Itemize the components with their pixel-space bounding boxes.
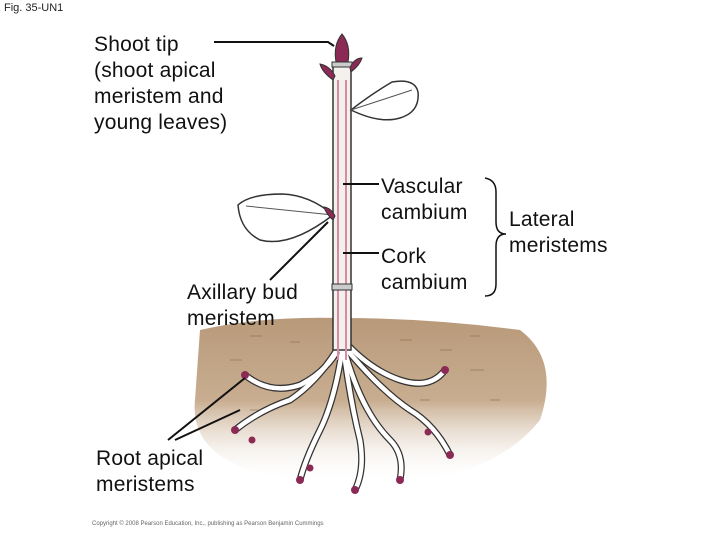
axillary-bud-label: Axillary bud meristem — [187, 281, 298, 330]
lateral-brace — [484, 177, 507, 297]
stem — [332, 64, 352, 351]
vascular-cambium-label: Vascular cambium — [381, 175, 468, 224]
copyright-notice: Copyright © 2008 Pearson Education, Inc.… — [92, 521, 324, 527]
node-band — [331, 283, 353, 291]
shoot-tip-bud — [334, 33, 350, 63]
root-tips — [231, 366, 454, 494]
node-band-top — [331, 61, 353, 68]
root-apical-label: Root apical meristems — [96, 447, 204, 496]
soil-texture — [230, 335, 500, 411]
small-bud-left — [319, 63, 336, 81]
small-bud-right — [349, 57, 363, 73]
leader-lines — [167, 41, 379, 441]
shoot-tip-label: Shoot tip (shoot apical meristem and you… — [94, 33, 228, 134]
roots-inner — [232, 337, 453, 493]
axillary-bud — [323, 206, 336, 221]
figure-number: Fig. 35-UN1 — [4, 2, 64, 14]
cork-cambium-label: Cork cambium — [381, 245, 468, 294]
lateral-meristems-label: Lateral meristems — [509, 208, 608, 257]
leaf-upper-right — [349, 80, 419, 121]
soil — [194, 317, 547, 484]
leaf-lower-left — [237, 193, 335, 243]
